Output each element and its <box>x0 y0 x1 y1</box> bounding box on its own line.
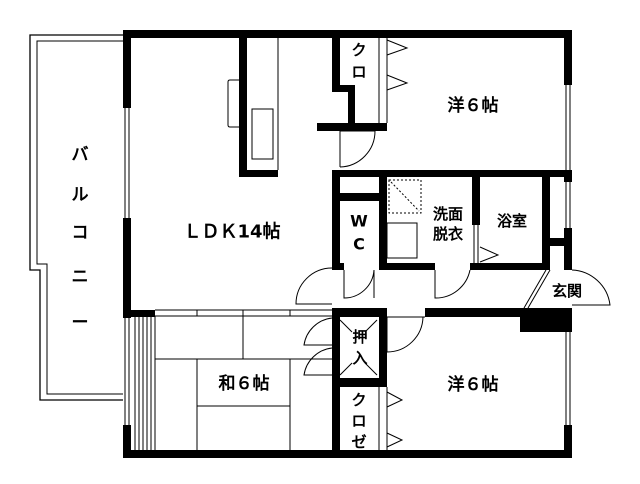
oshiire-label-char: 入 <box>352 349 367 367</box>
wc-label: W C <box>350 212 368 254</box>
balcony-label-char: バ <box>72 145 89 165</box>
closet-label-char: ク <box>351 41 366 59</box>
western-room-south-label: 洋６帖 <box>448 374 499 395</box>
closet-label-char: ロ <box>351 63 366 81</box>
oshiire-label-char: 押 <box>352 328 367 346</box>
bathroom-label: 浴室 <box>497 212 527 230</box>
washroom-label-line: 洗面 <box>433 205 463 223</box>
windows <box>124 85 571 425</box>
western-room-north-label: 洋６帖 <box>448 95 499 116</box>
oshiire-label: 押 入 <box>352 328 367 367</box>
washroom-label: 洗面 脱衣 <box>433 205 463 243</box>
ldk-label: ＬＤＫ14帖 <box>183 221 280 243</box>
closet-label-char: ク <box>351 391 366 409</box>
wc-label-char: W <box>350 212 368 231</box>
entrance-label: 玄関 <box>552 282 582 300</box>
balcony <box>29 34 123 401</box>
closet-north-label: ク ロ <box>351 41 366 81</box>
japanese-room-label: 和６帖 <box>219 373 270 394</box>
balcony-label-char: コ <box>72 223 89 243</box>
stove <box>227 79 239 128</box>
balcony-label-char: ー <box>72 313 89 333</box>
washing-machine-pan <box>388 179 422 214</box>
outer-walls <box>123 30 572 458</box>
balcony-label: バ ル コ ニ ー <box>72 145 89 333</box>
tatami <box>123 309 332 450</box>
balcony-label-char: ニ <box>72 267 89 287</box>
wc-label-char: C <box>353 235 365 254</box>
balcony-label-char: ル <box>72 185 89 205</box>
closet-label-char: ロ <box>351 412 366 430</box>
sink <box>251 108 274 160</box>
closet-south-label: ク ロ ゼ <box>351 391 366 451</box>
washroom-label-line: 脱衣 <box>433 225 463 243</box>
closet-label-char: ゼ <box>351 433 366 451</box>
washbasin <box>386 222 418 259</box>
interior-walls <box>295 37 611 458</box>
kitchen-counter <box>227 37 279 177</box>
